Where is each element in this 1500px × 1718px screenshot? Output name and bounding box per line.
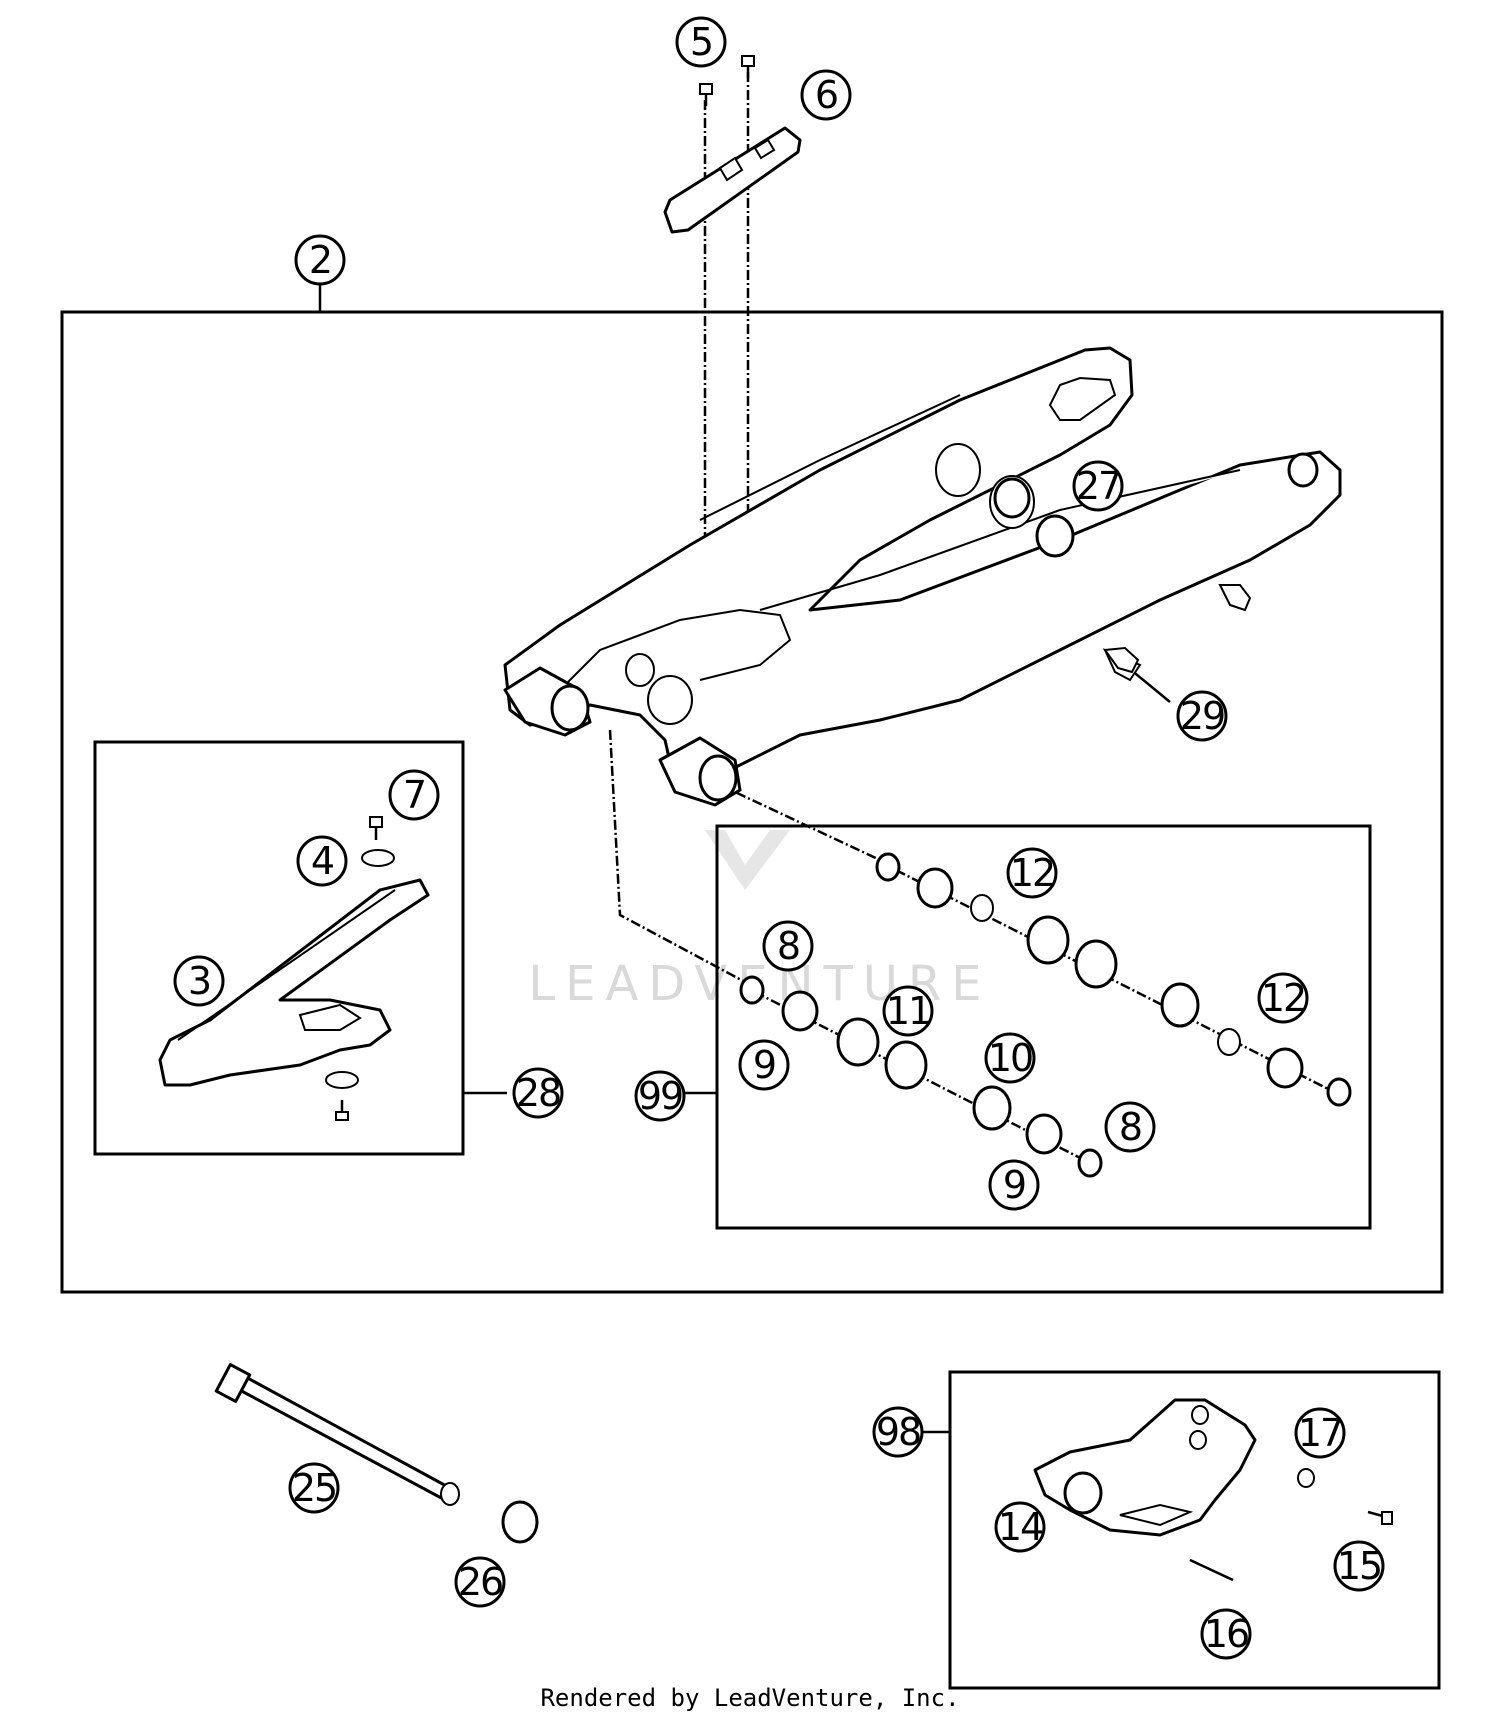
spacer-9-left-bottom — [1025, 1113, 1063, 1155]
chain-guide — [1033, 1398, 1257, 1537]
callout-7: 7 — [388, 769, 440, 821]
rendered-by-footer: Rendered by LeadVenture, Inc. — [540, 1684, 960, 1712]
bearing-kit-box — [715, 824, 1372, 1230]
stud-29 — [1103, 646, 1140, 674]
chain-guard-top — [663, 126, 802, 234]
callout-12-b: 12 — [1257, 972, 1309, 1024]
swingarm-assembly-box — [60, 310, 1444, 1294]
svg-text:10: 10 — [988, 1036, 1032, 1080]
screw-15 — [1367, 1510, 1393, 1525]
svg-text:28: 28 — [516, 1071, 560, 1115]
callout-3: 3 — [173, 955, 225, 1007]
callout-27: 27 — [1072, 460, 1124, 512]
seal-8-left-top — [739, 975, 765, 1005]
callout-12-a: 12 — [1006, 847, 1058, 899]
callout-26: 26 — [454, 1556, 506, 1608]
callout-6: 6 — [800, 69, 852, 121]
svg-text:16: 16 — [1204, 1612, 1248, 1656]
assembly-line-right-pivot — [719, 783, 881, 862]
bolt-16 — [1189, 1558, 1234, 1582]
callout-99: 99 — [634, 1070, 686, 1122]
callout-16: 16 — [1200, 1608, 1252, 1660]
chain-slider-kit-box — [93, 740, 465, 1156]
svg-text:29: 29 — [1180, 694, 1224, 738]
svg-text:4: 4 — [311, 839, 334, 883]
needle-bearing-11-right-b — [1074, 939, 1118, 989]
ring-12-a — [970, 894, 994, 922]
svg-text:17: 17 — [1298, 1411, 1342, 1455]
svg-text:14: 14 — [998, 1505, 1043, 1549]
needle-bearing-11-right-a — [1026, 915, 1070, 965]
seal-8-right-bottom — [1326, 1077, 1352, 1107]
axle-nut — [501, 1500, 539, 1544]
washer-4 — [361, 849, 395, 867]
bearing-kit-parts — [739, 852, 1352, 1178]
callout-11: 11 — [882, 985, 934, 1037]
screw-5a — [699, 83, 713, 106]
svg-text:8: 8 — [777, 924, 799, 968]
callout-28: 28 — [512, 1067, 564, 1119]
callout-29: 29 — [1176, 690, 1228, 742]
svg-text:7: 7 — [403, 773, 425, 817]
screw-5b — [741, 55, 755, 78]
callout-9-a: 9 — [738, 1039, 790, 1091]
callout-25: 25 — [288, 1462, 340, 1514]
callout-9-b: 9 — [988, 1159, 1040, 1211]
seal-8-left-bottom — [1077, 1148, 1103, 1178]
svg-text:15: 15 — [1337, 1544, 1381, 1588]
spacer-9-right-top — [916, 867, 954, 909]
svg-text:98: 98 — [876, 1410, 920, 1454]
callout-14: 14 — [994, 1501, 1046, 1553]
callout-8-a: 8 — [762, 920, 814, 972]
seal-8-right-top — [875, 852, 901, 882]
ring-12-b — [1217, 1028, 1241, 1056]
svg-text:5: 5 — [690, 20, 712, 64]
callout-2: 2 — [294, 234, 346, 286]
spacer-9-right-bottom — [1266, 1047, 1304, 1089]
svg-text:2: 2 — [309, 238, 331, 282]
svg-text:27: 27 — [1076, 464, 1120, 508]
pivot-axle — [214, 1363, 460, 1506]
bushing-10-left — [972, 1085, 1012, 1131]
callout-15: 15 — [1333, 1540, 1385, 1592]
callout-98: 98 — [872, 1406, 924, 1458]
assembly-line-left-pivot — [608, 729, 761, 992]
callout-4: 4 — [296, 835, 348, 887]
swingarm-body — [503, 346, 1342, 807]
plugs-27 — [993, 477, 1075, 558]
svg-text:6: 6 — [815, 73, 837, 117]
svg-text:25: 25 — [292, 1466, 336, 1510]
spacer-9-left-top — [781, 990, 819, 1032]
svg-text:12: 12 — [1261, 976, 1305, 1020]
svg-text:26: 26 — [458, 1560, 502, 1604]
callout-10: 10 — [984, 1032, 1036, 1084]
svg-text:9: 9 — [1003, 1163, 1025, 1207]
needle-bearing-11-left-a — [836, 1017, 880, 1067]
svg-text:3: 3 — [188, 959, 210, 1003]
callout-5: 5 — [675, 16, 727, 68]
svg-text:12: 12 — [1010, 851, 1054, 895]
svg-text:99: 99 — [638, 1074, 682, 1118]
nut-17 — [1297, 1468, 1315, 1488]
chain-slider — [158, 878, 430, 1121]
callout-8-b: 8 — [1104, 1101, 1156, 1153]
svg-text:9: 9 — [753, 1043, 775, 1087]
svg-text:11: 11 — [886, 989, 930, 1033]
screw-7 — [369, 816, 383, 840]
chain-guide-kit-box — [948, 1370, 1441, 1690]
svg-text:8: 8 — [1119, 1105, 1141, 1149]
bushing-10-right — [1160, 982, 1200, 1028]
needle-bearing-11-left-b — [884, 1040, 928, 1090]
callout-17: 17 — [1294, 1407, 1346, 1459]
